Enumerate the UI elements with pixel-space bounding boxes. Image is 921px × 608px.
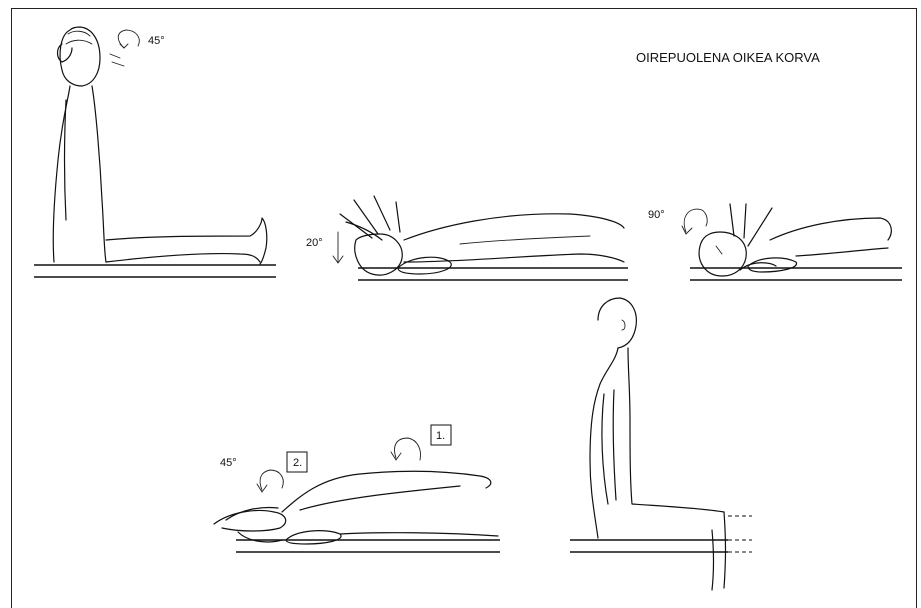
step-box-2-label: 2. xyxy=(293,457,302,469)
figure-supine-head-turn: 90° xyxy=(648,204,902,280)
figure-sitting-up xyxy=(570,298,752,590)
angle-label-step1: 45° xyxy=(148,35,165,47)
angle-label-step3: 90° xyxy=(648,209,665,221)
step-box-1-label: 1. xyxy=(436,430,445,442)
figure-sitting-head-turn: 45° xyxy=(34,27,276,277)
diagram-heading: OIREPUOLENA OIKEA KORVA xyxy=(636,50,820,65)
figure-supine-head-extension: 20° xyxy=(306,196,628,280)
figure-side-lying-roll: 45° 2. 1. xyxy=(214,425,500,552)
angle-label-step2: 20° xyxy=(306,237,323,249)
angle-label-step4: 45° xyxy=(220,457,237,469)
